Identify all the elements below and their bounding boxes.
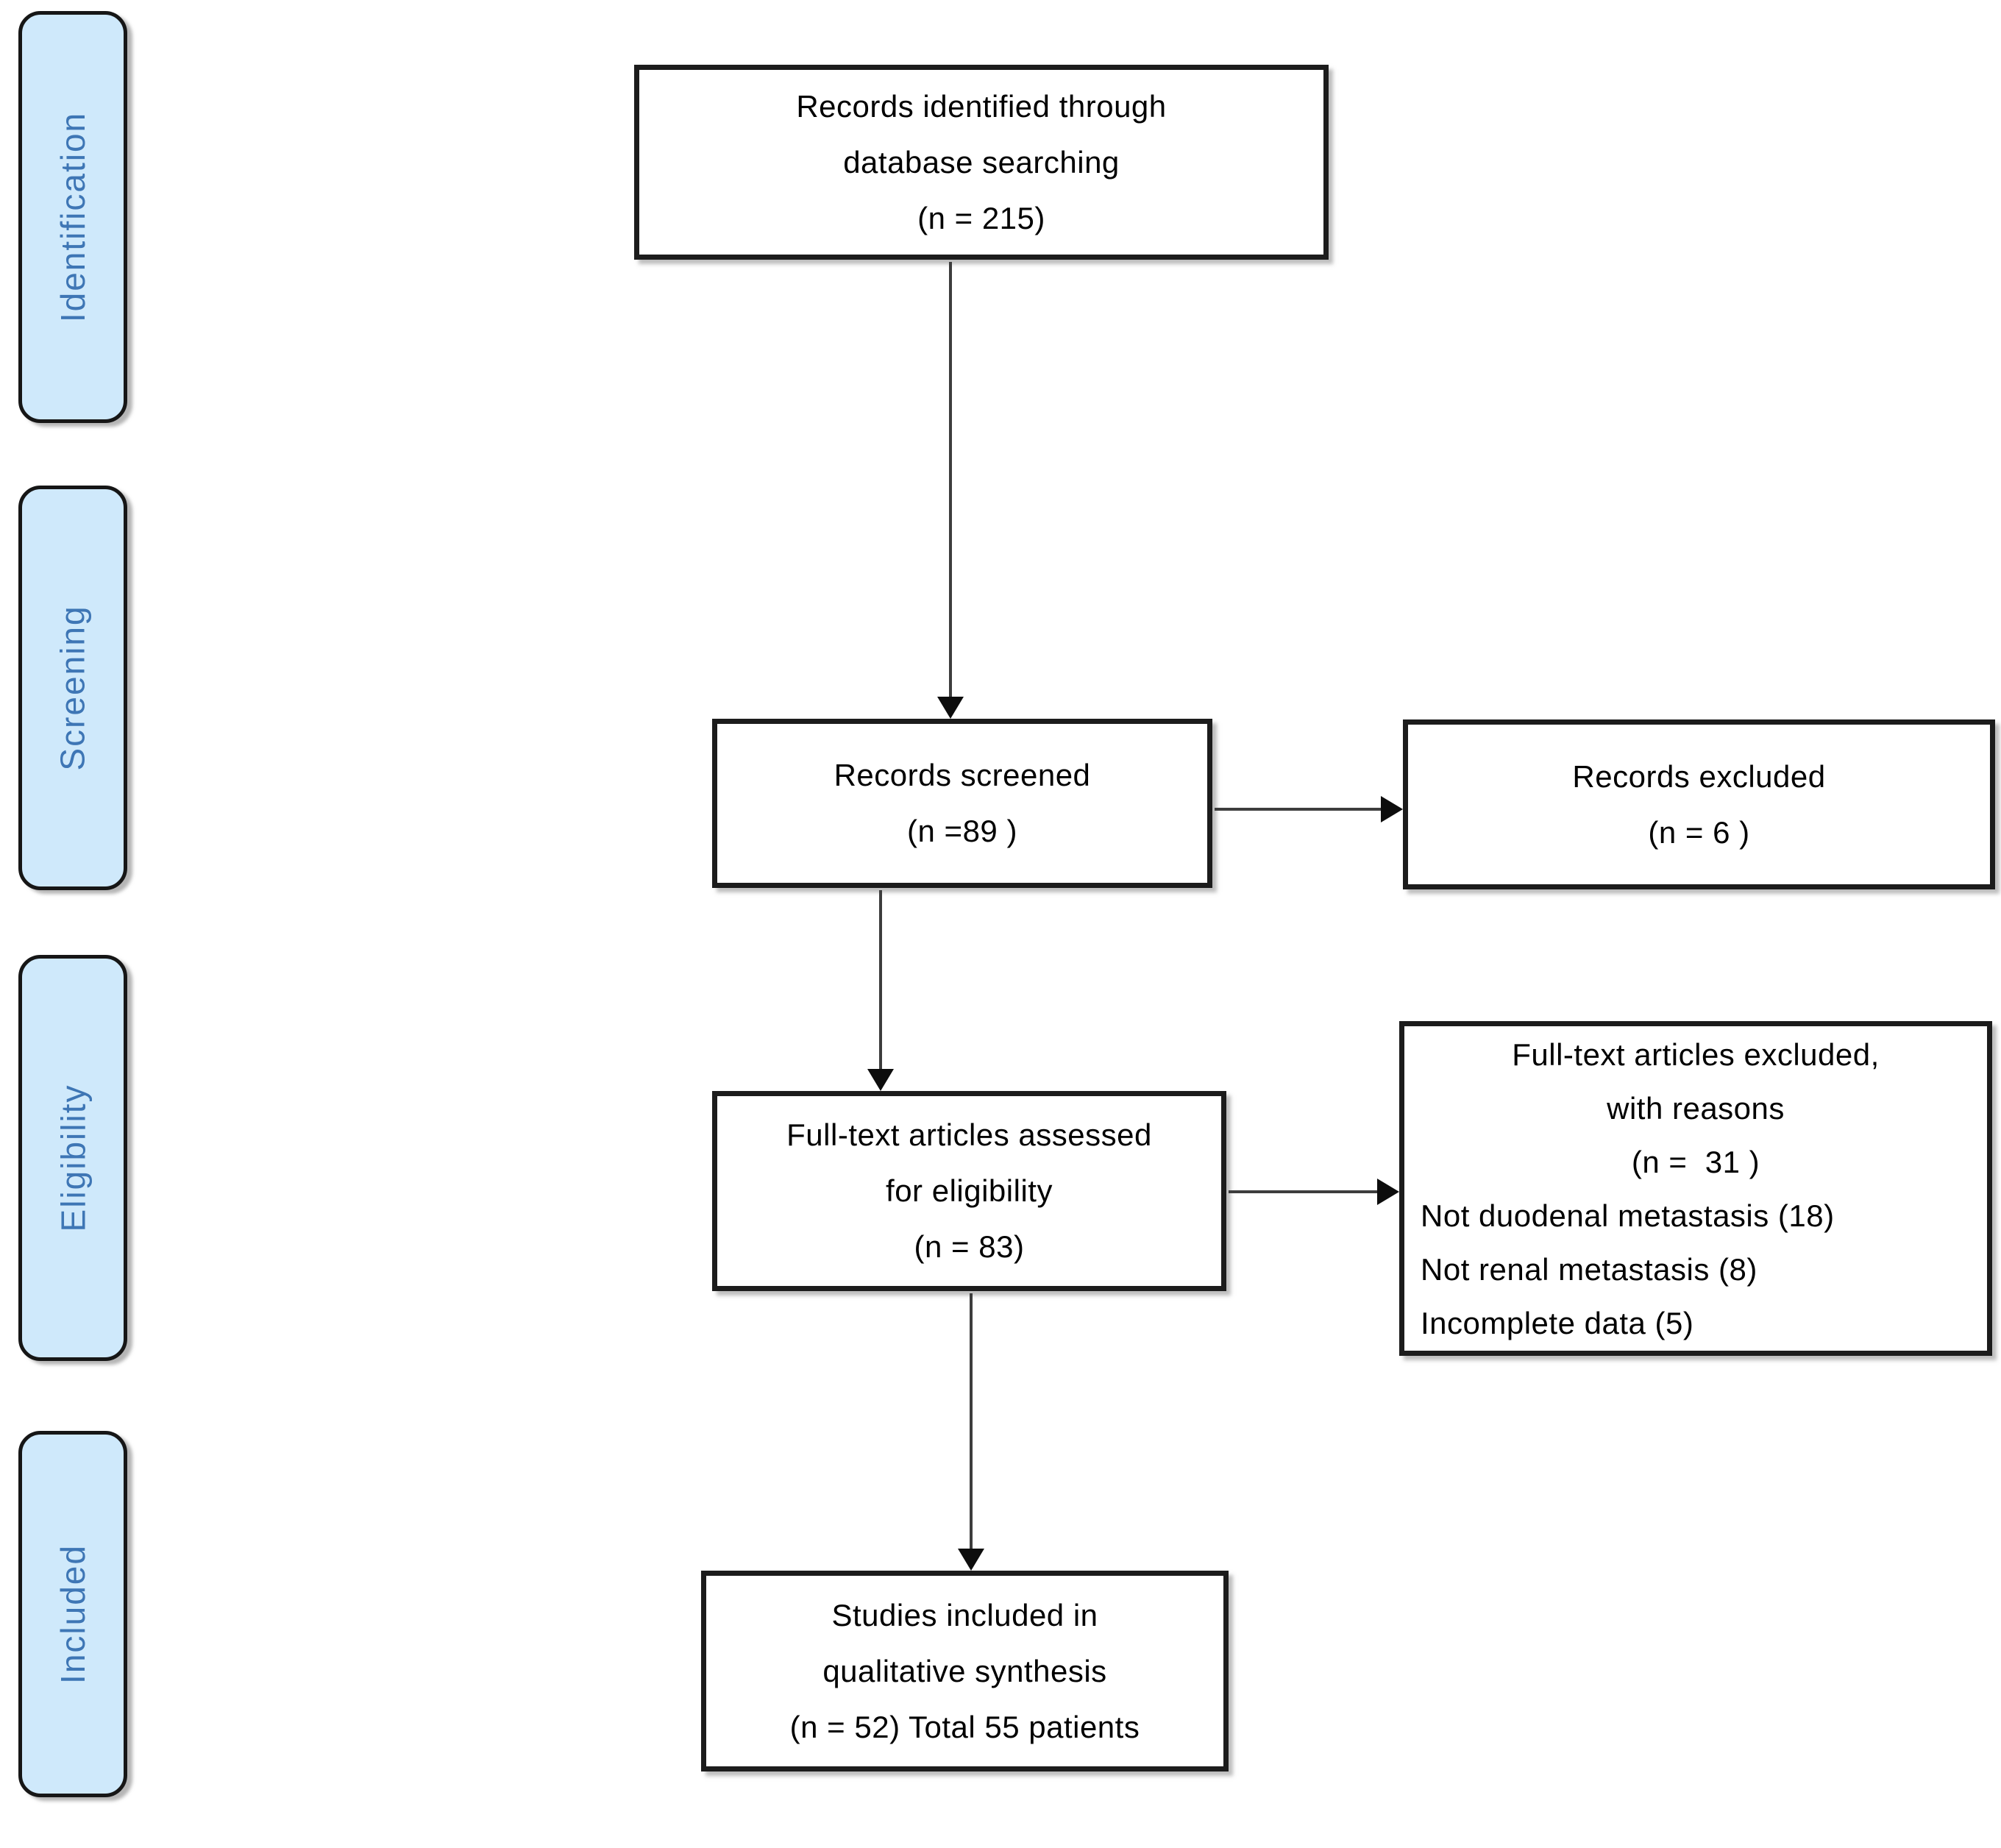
box-records-identified-line: Records identified through [796,88,1167,124]
connector-screened-to-excluded [1215,808,1382,811]
box-fulltext-assessed-line: Full-text articles assessed [786,1117,1152,1152]
stage-eligibility: Eligibility [18,955,127,1361]
box-fulltext-assessed-count: (n = 83) [914,1229,1025,1264]
box-studies-included-line: qualitative synthesis [822,1653,1107,1688]
box-studies-included-count: (n = 52) Total 55 patients [789,1709,1140,1744]
connector-identified-to-screened [949,262,952,697]
arrowhead-screened-to-fulltext [867,1069,894,1091]
box-records-identified-count: (n = 215) [917,200,1045,235]
arrowhead-identified-to-screened [937,697,964,719]
box-records-excluded: Records excluded (n = 6 ) [1403,719,1995,889]
box-studies-included: Studies included in qualitative synthesi… [701,1571,1229,1771]
box-records-excluded-line: Records excluded [1572,758,1826,794]
box-fulltext-assessed: Full-text articles assessed for eligibil… [712,1091,1226,1291]
box-records-excluded-count: (n = 6 ) [1648,814,1750,850]
box-fulltext-excluded-reason: Not renal metastasis (8) [1421,1251,1757,1287]
stage-eligibility-label: Eligibility [54,1084,93,1232]
stage-included-label: Included [54,1544,93,1684]
stage-included: Included [18,1431,127,1797]
box-records-identified-line: database searching [843,144,1120,180]
stage-identification-label: Identification [54,111,92,323]
stage-screening: Screening [18,486,127,890]
arrowhead-fulltext-to-included [958,1549,984,1571]
connector-fulltext-to-excluded [1229,1190,1379,1193]
box-fulltext-excluded-line: Full-text articles excluded, [1512,1037,1880,1072]
box-records-screened-line: Records screened [834,758,1091,792]
box-studies-included-line: Studies included in [831,1597,1098,1632]
box-fulltext-excluded-reason: Not duodenal metastasis (18) [1421,1198,1835,1233]
box-fulltext-excluded-line: with reasons [1607,1090,1785,1126]
arrowhead-fulltext-to-excluded [1377,1179,1399,1205]
stage-screening-label: Screening [54,605,93,771]
box-fulltext-assessed-line: for eligibility [886,1173,1053,1208]
box-records-identified: Records identified through database sear… [634,65,1329,260]
stage-identification: Identification [18,11,127,423]
box-records-screened: Records screened (n =89 ) [712,719,1212,888]
connector-screened-to-fulltext [879,890,882,1070]
connector-fulltext-to-included [970,1293,973,1549]
box-records-screened-count: (n =89 ) [907,814,1017,848]
arrowhead-screened-to-excluded [1381,796,1403,822]
box-fulltext-excluded-reason: Incomplete data (5) [1421,1305,1694,1340]
box-fulltext-excluded-count: (n = 31 ) [1631,1144,1760,1179]
box-fulltext-excluded: Full-text articles excluded, with reason… [1399,1021,1992,1356]
